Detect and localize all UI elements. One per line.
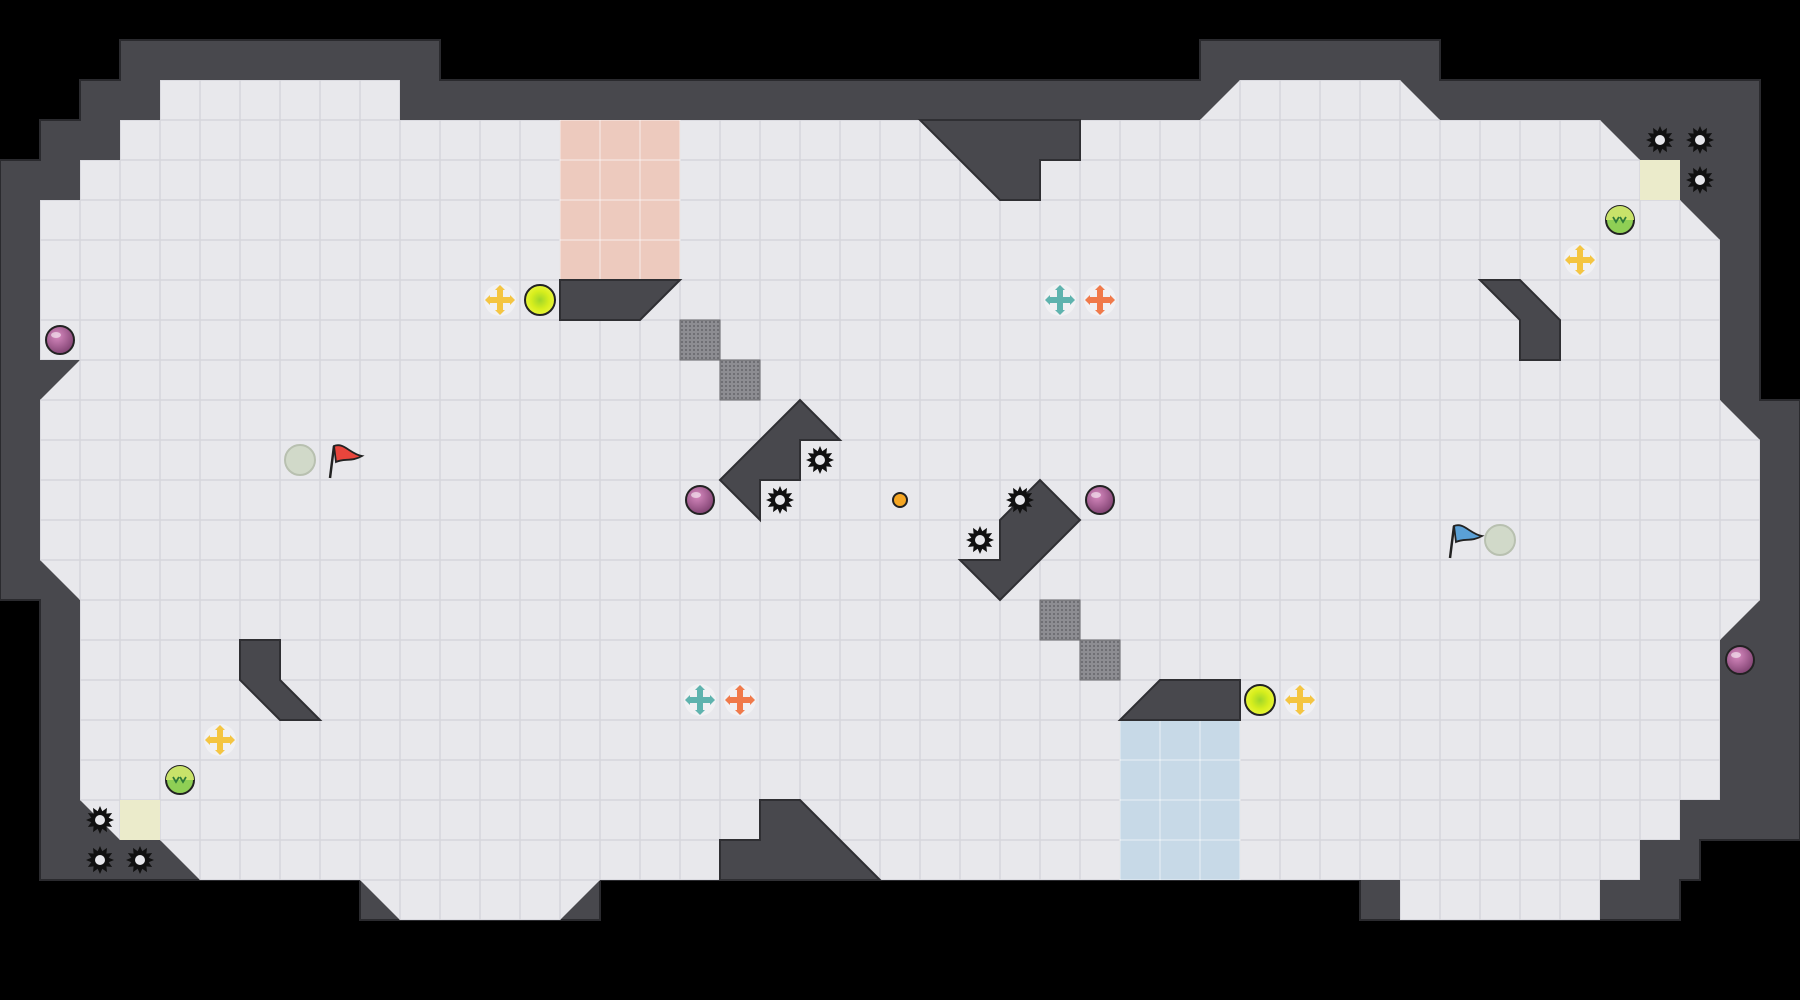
powerup-icon	[204, 724, 236, 756]
wall-center-left	[718, 398, 843, 523]
spawn-tile	[120, 800, 160, 840]
blue-flag-icon	[1448, 524, 1485, 559]
boost-icon	[165, 765, 195, 795]
red-team-zone	[560, 120, 680, 280]
wall-left-bracket	[239, 639, 323, 721]
portal-icon	[284, 444, 316, 476]
wall-red-ledge	[559, 279, 683, 321]
spike-icon	[806, 446, 834, 474]
spike-icon	[1006, 486, 1034, 514]
spike-icon	[86, 846, 114, 874]
gate-block	[1039, 599, 1081, 641]
bomb-icon	[1725, 645, 1755, 675]
wall-blue-ledge	[1117, 679, 1241, 721]
powerup-icon	[1284, 684, 1316, 716]
wall-bottom-bump	[719, 799, 883, 881]
spike-icon	[126, 846, 154, 874]
gates	[679, 319, 1121, 681]
inner-walls	[239, 119, 1561, 881]
powerup-icon	[484, 284, 516, 316]
powerup-icon	[1044, 284, 1076, 316]
wall-right-bracket	[1477, 279, 1561, 361]
powerup-icon	[724, 684, 756, 716]
wall-center-right	[957, 478, 1082, 602]
speed-pad-icon	[1244, 684, 1276, 716]
gate-block	[679, 319, 721, 361]
red-flag-icon	[328, 444, 365, 479]
powerup-icon	[1084, 284, 1116, 316]
coin-icon	[892, 492, 908, 508]
spawn-tile	[1640, 160, 1680, 200]
bomb-icon	[1085, 485, 1115, 515]
speed-pad-icon	[524, 284, 556, 316]
gate-block	[719, 359, 761, 401]
spike-icon	[966, 526, 994, 554]
powerup-icon	[684, 684, 716, 716]
spike-icon	[1686, 126, 1714, 154]
bomb-icon	[685, 485, 715, 515]
spike-icon	[1646, 126, 1674, 154]
portal-icon	[1484, 524, 1516, 556]
spike-icon	[1686, 166, 1714, 194]
spike-icon	[86, 806, 114, 834]
blue-team-zone	[1120, 720, 1240, 880]
bomb-icon	[45, 325, 75, 355]
gate-block	[1079, 639, 1121, 681]
spawn-tiles	[120, 160, 1680, 840]
wall-top-notch	[917, 119, 1081, 201]
spike-icon	[766, 486, 794, 514]
boost-icon	[1605, 205, 1635, 235]
powerup-icon	[1564, 244, 1596, 276]
